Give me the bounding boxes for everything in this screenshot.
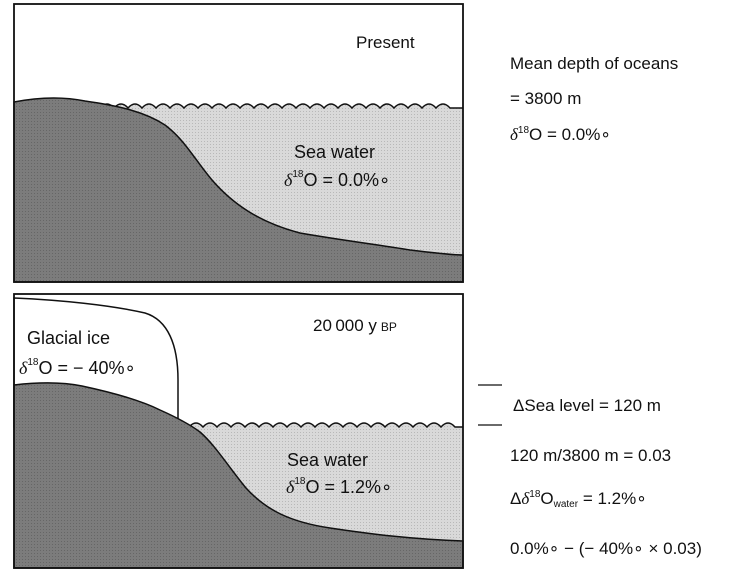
delta-capital: Δ — [510, 489, 522, 508]
delta-symbol: δ — [284, 170, 293, 190]
delta-symbol: δ — [19, 358, 28, 378]
glacial-sea-delta-value: O = 1.2%∘ — [306, 477, 393, 497]
delta-symbol: δ — [521, 489, 530, 508]
present-sea-delta: δ18O = 0.0%∘ — [284, 169, 390, 190]
present-panel-frame — [13, 3, 464, 283]
glacial-title-bp: BP — [381, 320, 397, 334]
delta-symbol: δ — [510, 125, 518, 144]
delta-water-value: = 1.2%∘ — [582, 489, 647, 508]
isotope-superscript: 18 — [294, 476, 306, 487]
glacial-land — [13, 382, 464, 569]
calculation-annotation: 0.0%∘ − (− 40%∘ × 0.03) — [510, 539, 702, 558]
glacial-sea-surface — [174, 422, 463, 429]
delta-water-O: O — [540, 489, 554, 508]
glacial-panel — [13, 293, 464, 569]
present-sea-label: Sea water — [294, 142, 375, 162]
mean-depth-label: Mean depth of oceans — [510, 54, 679, 73]
ice-label: Glacial ice — [27, 328, 110, 348]
ice-delta-value: O = − 40%∘ — [39, 358, 136, 378]
present-title: Present — [356, 33, 415, 52]
present-land — [13, 97, 464, 283]
isotope-superscript: 18 — [292, 169, 304, 180]
present-delta-annotation-value: O = 0.0%∘ — [529, 125, 612, 144]
sea-level-change: ΔSea level = 120 m — [513, 396, 661, 415]
glacial-title-years: 20 000 y — [313, 316, 377, 335]
water-subscript: water — [553, 499, 579, 510]
delta-water-annotation: Δδ18Owater = 1.2%∘ — [510, 490, 647, 510]
present-panel — [13, 3, 464, 283]
isotope-superscript: 18 — [517, 125, 530, 136]
isotope-superscript: 18 — [27, 357, 39, 368]
present-sea-delta-value: O = 0.0%∘ — [304, 170, 391, 190]
glacial-sea-delta: δ18O = 1.2%∘ — [286, 476, 392, 497]
present-delta-annotation: δ18O = 0.0%∘ — [510, 125, 612, 144]
present-sea-surface — [85, 103, 463, 110]
glacial-title: 20 000 y BP — [313, 316, 397, 335]
glacial-sea-label: Sea water — [287, 450, 368, 470]
mean-depth-value: = 3800 m — [510, 89, 582, 108]
delta-symbol: δ — [286, 477, 295, 497]
isotope-superscript: 18 — [529, 489, 541, 500]
ice-delta: δ18O = − 40%∘ — [19, 357, 136, 378]
glacial-panel-frame — [13, 293, 464, 569]
ratio-annotation: 120 m/3800 m = 0.03 — [510, 446, 672, 465]
